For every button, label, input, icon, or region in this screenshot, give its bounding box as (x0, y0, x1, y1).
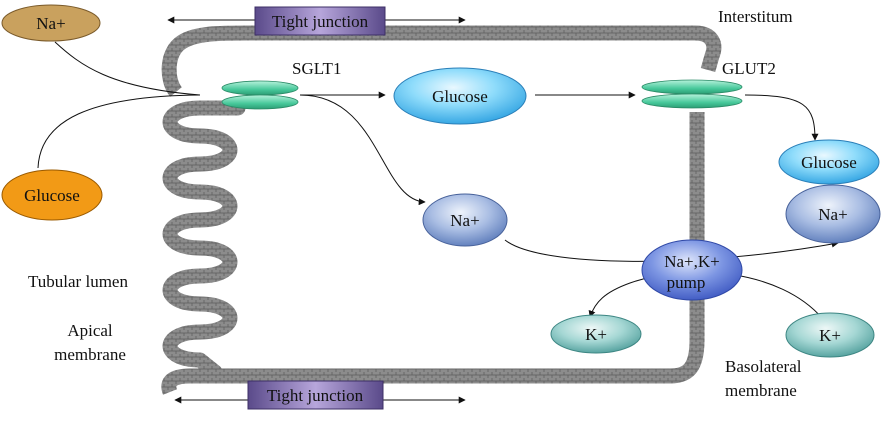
cell-membrane (161, 25, 722, 395)
tight-junction-bottom-group: Tight junction (174, 380, 466, 410)
sodium-lumen-label: Na+ (36, 14, 65, 33)
glucose-cell: Glucose (393, 67, 527, 125)
basolateral-membrane-label-line2: membrane (725, 381, 797, 400)
glucose-interstitium: Glucose (778, 139, 880, 185)
tight-junction-bottom-label: Tight junction (267, 386, 364, 405)
apical-membrane-microvilli (162, 100, 246, 380)
sodium-lumen: Na+ (1, 4, 101, 42)
glut2-transporter (641, 79, 743, 109)
tight-junction-top-box (254, 6, 386, 36)
interstitum-label: Interstitum (718, 7, 793, 26)
sglt1-label: SGLT1 (292, 59, 341, 78)
potassium-interstitium-label: K+ (819, 326, 841, 345)
glucose-lumen: Glucose (1, 169, 103, 221)
glucose-interstitium-label: Glucose (801, 153, 857, 172)
glut2-label: GLUT2 (722, 59, 776, 78)
apical-membrane-label-line2: membrane (54, 345, 126, 364)
arrow-glucose-lumen-to-sglt1 (37, 94, 201, 169)
sodium-potassium-pump: Na+,K+ pump (641, 239, 743, 301)
tubular-lumen-label: Tubular lumen (28, 272, 128, 291)
arrow-glut2-to-interstitium-glucose (744, 94, 819, 141)
arrow-sglt1-to-na (299, 94, 426, 206)
basolateral-membrane (161, 112, 705, 395)
sodium-interstitium-label: Na+ (818, 205, 847, 224)
pump-label-line2: pump (667, 273, 706, 292)
arrow-na-cell-to-interstitium (504, 239, 839, 262)
potassium-cell-label: K+ (585, 325, 607, 344)
sodium-cell: Na+ (422, 193, 508, 247)
glucose-lumen-label: Glucose (24, 186, 80, 205)
potassium-cell: K+ (550, 314, 642, 354)
sodium-cell-label: Na+ (450, 211, 479, 230)
sglt1-transporter (221, 80, 299, 110)
potassium-interstitium: K+ (785, 312, 875, 358)
tight-junction-top-label: Tight junction (272, 12, 369, 31)
tight-junction-bottom-box (247, 380, 384, 410)
apical-membrane-top-segment (161, 25, 722, 97)
apical-membrane-label-line1: Apical (67, 321, 113, 340)
sodium-interstitium: Na+ (785, 184, 881, 244)
tight-junction-top-group: Tight junction (167, 6, 466, 36)
glucose-cell-label: Glucose (432, 87, 488, 106)
arrow-na-lumen-to-sglt1 (54, 41, 201, 96)
basolateral-membrane-label-line1: Basolateral (725, 357, 802, 376)
pump-label-line1: Na+,K+ (664, 252, 720, 271)
